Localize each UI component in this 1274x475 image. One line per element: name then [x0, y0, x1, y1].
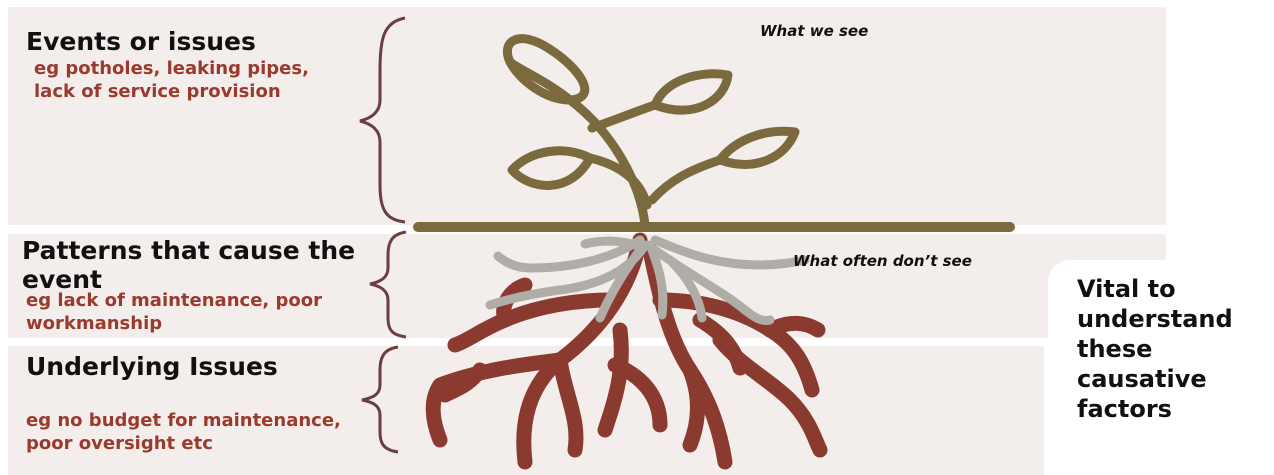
events-example: eg potholes, leaking pipes, lack of serv…: [34, 57, 354, 103]
hidden-note: What often don’t see: [793, 252, 972, 270]
patterns-brace: [370, 232, 406, 337]
events-brace: [360, 18, 405, 222]
visible-note: What we see: [760, 22, 868, 40]
plant-icon: [507, 39, 795, 225]
patterns-heading: Patterns that cause the event: [22, 236, 362, 294]
patterns-example: eg lack of maintenance, poor workmanship: [26, 289, 356, 335]
underlying-example: eg no budget for maintenance, poor overs…: [26, 409, 386, 455]
events-heading: Events or issues: [26, 27, 256, 56]
underlying-heading: Underlying Issues: [26, 352, 286, 381]
callout-text: Vital to understand these causative fact…: [1077, 274, 1272, 424]
